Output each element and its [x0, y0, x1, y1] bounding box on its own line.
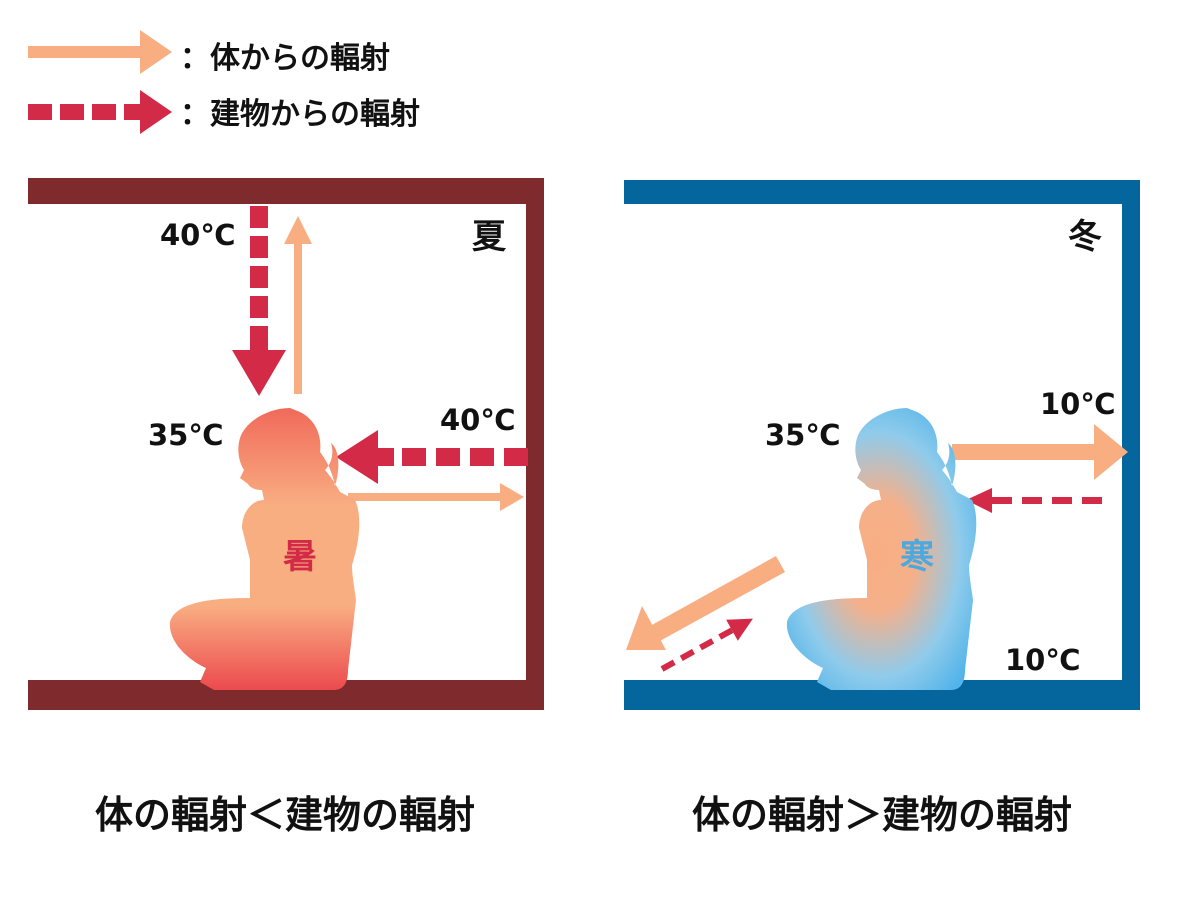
summer-ceiling-radiation-arrow [232, 206, 286, 396]
summer-season-label: 夏 [472, 217, 507, 257]
winter-body-temp: 35℃ [765, 418, 840, 452]
summer-body-upward-radiation-arrow [284, 216, 312, 394]
winter-caption: 体の輻射＞建物の輻射 [692, 793, 1072, 837]
winter-cold-kanji: 寒 [900, 537, 934, 577]
summer-ceiling-temp: 40℃ [160, 218, 235, 252]
legend-building-radiation-arrow [28, 90, 172, 134]
winter-body-rightward-radiation-arrow [952, 424, 1128, 480]
winter-wall-radiation-arrow [966, 488, 1102, 513]
legend-building-radiation-label: ：建物からの輻射 [180, 97, 420, 132]
summer-caption: 体の輻射＜建物の輻射 [95, 793, 475, 837]
winter-floor-temp: 10℃ [1005, 643, 1080, 677]
winter-wall-temp: 10℃ [1040, 387, 1115, 421]
winter-body-downward-radiation-arrow [626, 556, 785, 650]
summer-hot-kanji: 暑 [283, 537, 317, 577]
winter-season-label: 冬 [1068, 217, 1102, 257]
summer-panel: 夏 40℃ 40℃ 35℃ [28, 178, 544, 837]
legend: ：体からの輻射 ：建物からの輻射 [28, 30, 420, 134]
legend-body-radiation-arrow [28, 30, 172, 74]
summer-body-temp: 35℃ [148, 418, 223, 452]
winter-panel: 冬 10℃ 10℃ 35℃ [624, 180, 1140, 837]
legend-body-radiation-label: ：体からの輻射 [180, 41, 390, 76]
summer-room-walls [28, 178, 544, 710]
summer-body-rightward-radiation-arrow [348, 483, 524, 511]
winter-floor-radiation-arrow [660, 618, 753, 672]
summer-wall-radiation-arrow [336, 430, 528, 484]
summer-wall-temp: 40℃ [440, 403, 515, 437]
